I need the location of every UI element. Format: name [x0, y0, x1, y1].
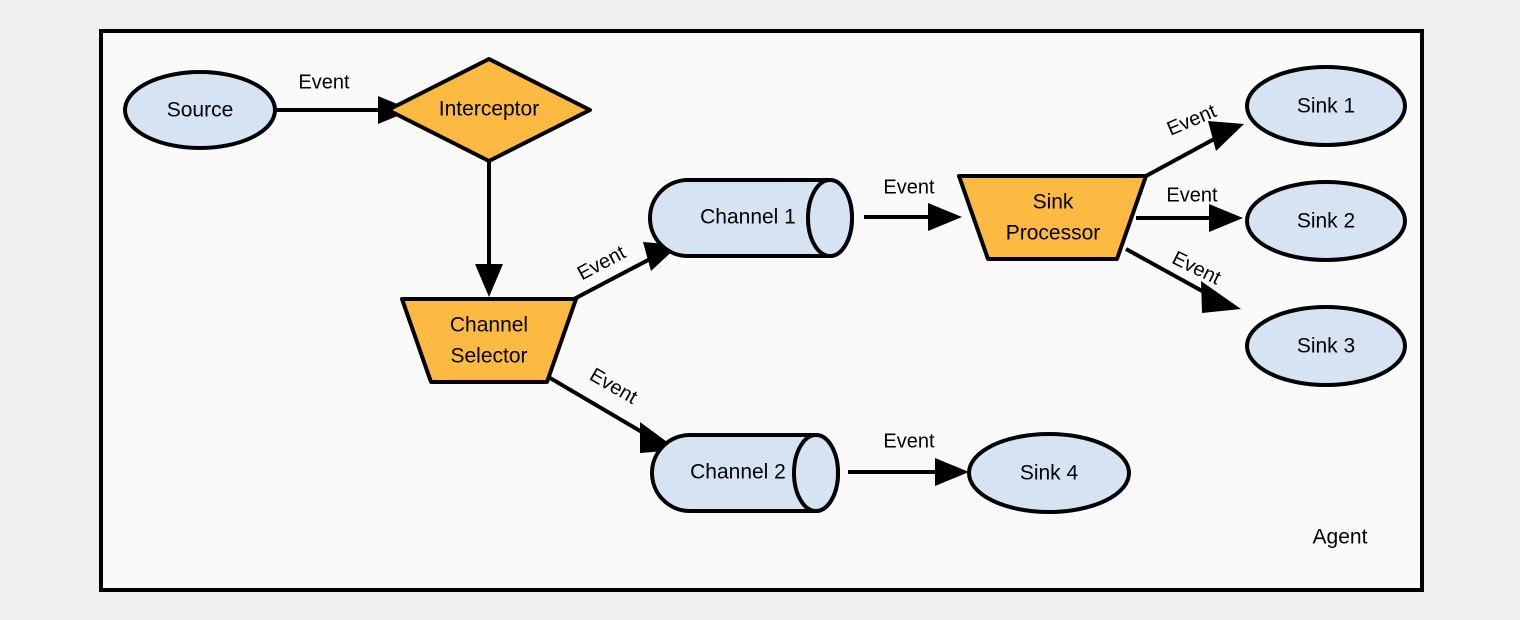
- edge-sink-processor-to-sink2: Event: [1136, 184, 1243, 232]
- edge-interceptor-to-channel-selector: [475, 160, 503, 297]
- arrow-head-icon: [928, 203, 962, 231]
- arrow-head-icon: [475, 264, 503, 297]
- channel-selector-label-line1: Channel: [450, 314, 528, 337]
- edge-channel2-to-sink4: Event: [848, 430, 969, 486]
- channel-selector-label-line2: Selector: [450, 345, 527, 368]
- sink1-label: Sink 1: [1297, 95, 1355, 118]
- source-shape: [123, 70, 277, 150]
- channel2-label: Channel 2: [690, 461, 786, 484]
- edge-channel1-to-sink-processor: Event: [864, 176, 962, 231]
- edge-label-channel2-sink4: Event: [883, 430, 935, 452]
- node-sink-processor[interactable]: Sink Processor: [957, 174, 1148, 261]
- node-channel2[interactable]: Channel 2: [650, 433, 840, 513]
- agent-container-label: Agent: [1313, 526, 1368, 549]
- sink4-shape: [967, 432, 1131, 514]
- node-source[interactable]: Source: [123, 70, 277, 150]
- channel-selector-shape: [400, 297, 578, 384]
- sink1-shape: [1245, 65, 1407, 147]
- interceptor-shape: [386, 57, 592, 163]
- arrow-head-icon: [1201, 281, 1241, 313]
- arrow-head-icon: [935, 458, 969, 486]
- channel1-label: Channel 1: [700, 206, 796, 229]
- sink3-shape: [1245, 305, 1407, 387]
- node-sink1[interactable]: Sink 1: [1245, 65, 1407, 147]
- sink4-label: Sink 4: [1020, 462, 1079, 485]
- node-channel1[interactable]: Channel 1: [648, 178, 854, 258]
- sink-processor-label-line2: Processor: [1006, 222, 1101, 245]
- edge-label-source-interceptor: Event: [298, 71, 350, 93]
- node-sink2[interactable]: Sink 2: [1245, 180, 1407, 262]
- edge-label-sinkprocessor-sink2: Event: [1166, 184, 1218, 206]
- node-interceptor[interactable]: Interceptor: [386, 57, 592, 163]
- sink-processor-shape: [957, 174, 1148, 261]
- sink2-label: Sink 2: [1297, 210, 1355, 233]
- node-sink3[interactable]: Sink 3: [1245, 305, 1407, 387]
- channel1-cap: [806, 178, 854, 258]
- sink2-shape: [1245, 180, 1407, 262]
- channel2-cap: [792, 433, 840, 513]
- source-label: Source: [167, 99, 234, 122]
- sink-processor-label-line1: Sink: [1033, 191, 1074, 214]
- sink3-label: Sink 3: [1297, 335, 1355, 358]
- node-sink4[interactable]: Sink 4: [967, 432, 1131, 514]
- arrow-head-icon: [1209, 204, 1243, 232]
- node-channel-selector[interactable]: Channel Selector: [400, 297, 578, 384]
- edge-label-channel1-sinkprocessor: Event: [883, 176, 935, 198]
- arrow-head-icon: [1208, 121, 1244, 151]
- interceptor-label: Interceptor: [439, 98, 539, 121]
